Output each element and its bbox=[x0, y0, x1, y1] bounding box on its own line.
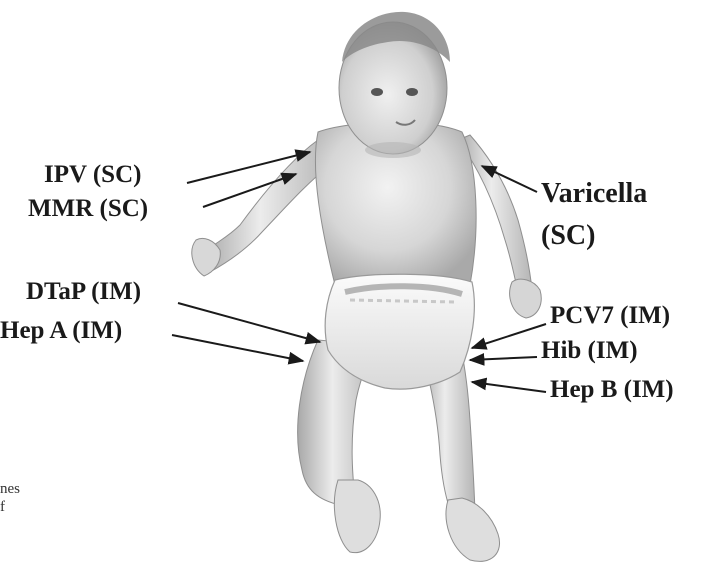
label-pcv7: PCV7 (IM) bbox=[550, 303, 670, 328]
cropped-text-line-2: f bbox=[0, 500, 5, 515]
label-mmr: MMR (SC) bbox=[28, 196, 148, 221]
cropped-text-line-1: nes bbox=[0, 482, 20, 497]
label-hep-a: Hep A (IM) bbox=[0, 318, 122, 343]
label-ipv: IPV (SC) bbox=[44, 162, 141, 187]
label-hep-b: Hep B (IM) bbox=[550, 377, 674, 402]
left-arm bbox=[192, 140, 330, 276]
dtap-arrow bbox=[178, 303, 320, 342]
label-hib: Hib (IM) bbox=[541, 338, 638, 363]
hep-b-arrow bbox=[472, 382, 546, 392]
label-dtap: DTaP (IM) bbox=[26, 279, 141, 304]
pcv7-arrow bbox=[472, 324, 546, 348]
hib-arrow bbox=[470, 357, 537, 360]
hep-a-arrow bbox=[172, 335, 303, 361]
label-varicella-route: (SC) bbox=[541, 222, 595, 250]
diaper bbox=[325, 274, 474, 389]
label-varicella: Varicella bbox=[541, 180, 647, 208]
